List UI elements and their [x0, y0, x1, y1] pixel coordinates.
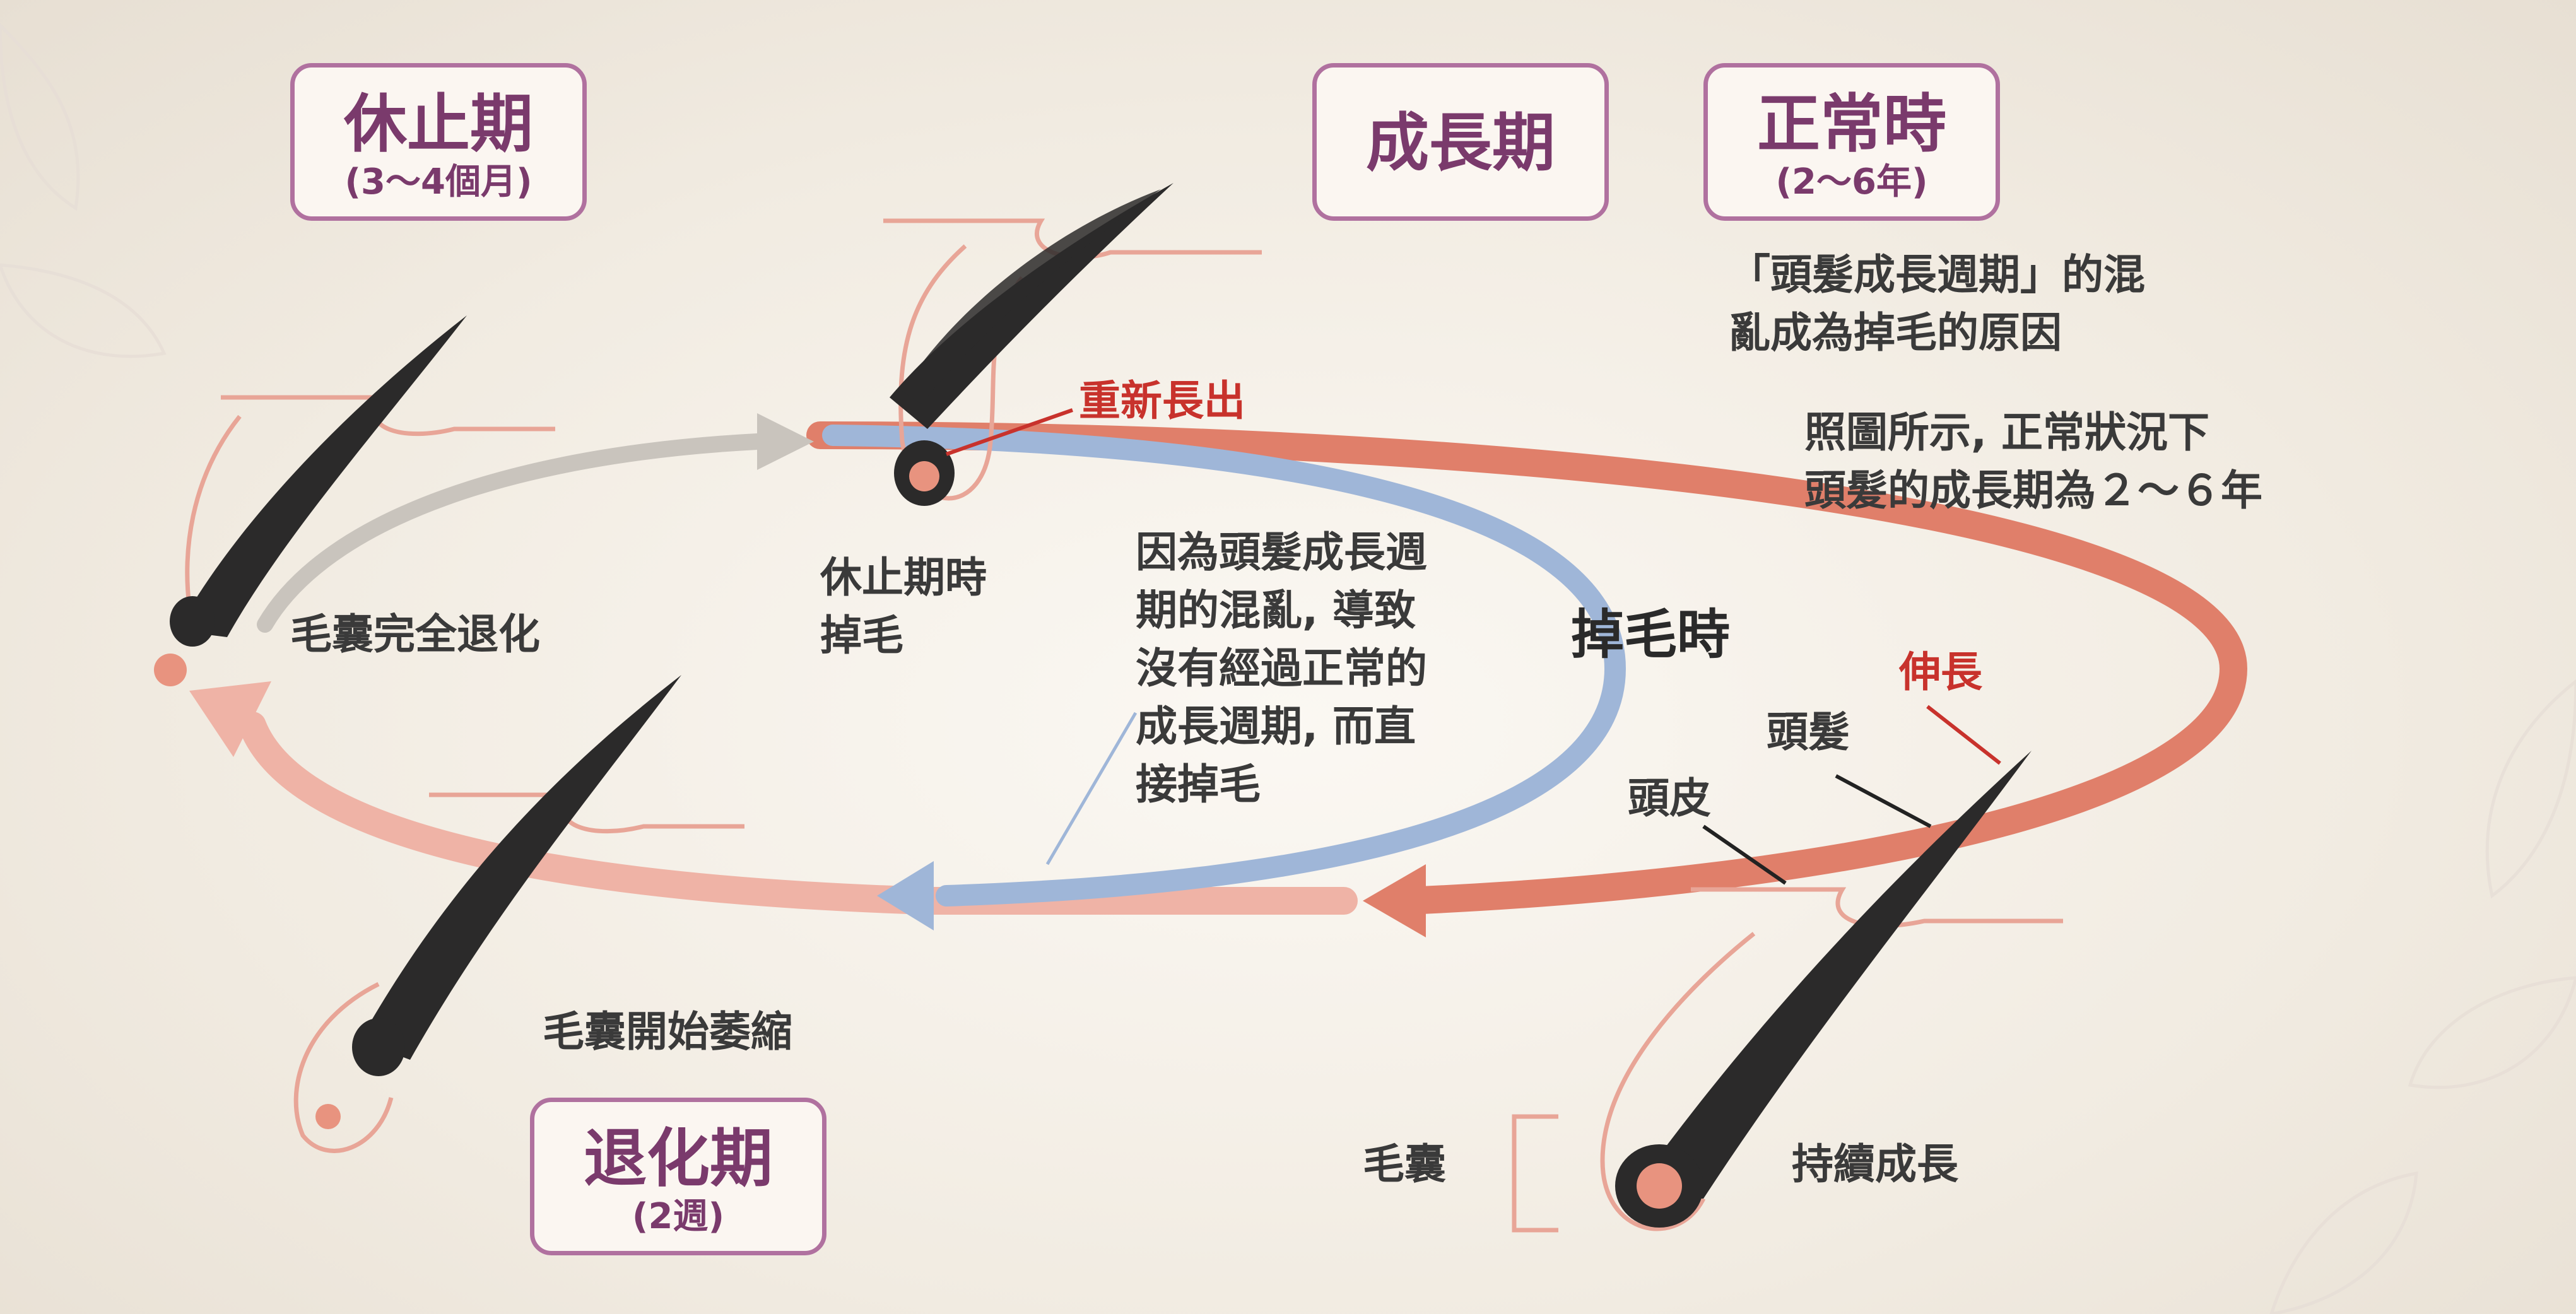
stage-box-anagen: 成長期	[1312, 63, 1609, 221]
continue-growth-label: 持續成長	[1792, 1140, 1958, 1188]
cause-pointer-line	[1045, 712, 1138, 865]
hair-bottom-right	[1628, 751, 2032, 1199]
stage-box-catagen: 退化期 (2週)	[530, 1098, 826, 1255]
shedding-arc	[822, 425, 1626, 906]
hair-label: 頭髮	[1767, 708, 1850, 756]
regrow-leader	[946, 408, 1073, 456]
hair-top-new	[890, 183, 1173, 429]
elongate-label: 伸長	[1899, 648, 1982, 696]
growth-arrowhead	[1363, 864, 1426, 937]
scalp-label: 頭皮	[1628, 774, 1711, 823]
follicle-left-dot	[154, 654, 187, 686]
catagen-duration: (2週)	[632, 1196, 725, 1237]
stage-box-normal: 正常時 (2～6年)	[1703, 63, 2000, 221]
decorative-flower-left	[0, 23, 167, 358]
hair-bottom-left	[360, 675, 681, 1060]
telogen-arc	[257, 433, 765, 633]
decorative-flower-right	[2269, 679, 2576, 1314]
telogen-duration: (3～4個月)	[344, 161, 532, 202]
normal-title: 正常時	[1757, 87, 1946, 161]
telogen-title: 休止期	[344, 87, 533, 161]
hair-top-old	[902, 189, 1161, 404]
follicle-degenerate-label: 毛囊完全退化	[290, 610, 540, 659]
cause-text: 因為頭髮成長週 期的混亂, 導致 沒有經過正常的 成長週期, 而直 接掉毛	[1136, 528, 1427, 809]
growth-cycle-arc	[806, 421, 2248, 915]
catagen-band	[238, 712, 1358, 915]
follicle-left-bulb	[170, 596, 215, 647]
follicle-label: 毛囊	[1363, 1140, 1446, 1188]
telogen-arrowhead	[757, 413, 814, 470]
follicle-bracket	[1512, 1114, 1558, 1233]
follicle-shrink-label: 毛囊開始萎縮	[543, 1007, 792, 1056]
catagen-title: 退化期	[584, 1122, 773, 1195]
follicle-bottom-left-dot	[315, 1104, 341, 1129]
scalp-leader	[1702, 824, 1787, 885]
shedding-arrowhead	[877, 861, 934, 930]
hair-leader	[1835, 774, 1932, 828]
regrow-label: 重新長出	[1079, 377, 1245, 425]
telogen-shed-label: 休止期時 掉毛	[820, 553, 987, 660]
elongate-leader	[1926, 705, 2001, 765]
anagen-title: 成長期	[1366, 106, 1555, 180]
stage-box-telogen: 休止期 (3～4個月)	[290, 63, 587, 221]
hair-left	[177, 315, 467, 637]
shedding-time-label: 掉毛時	[1571, 604, 1731, 666]
normal-duration: (2～6年)	[1775, 161, 1928, 202]
catagen-arrowhead	[189, 681, 271, 757]
normal-growth-note: 照圖所示, 正常狀況下 頭髮的成長期為２～６年	[1804, 408, 2262, 515]
cycle-confusion-note: 「頭髮成長週期」的混 亂成為掉毛的原因	[1729, 250, 2145, 357]
hair-strands	[154, 183, 2032, 1228]
